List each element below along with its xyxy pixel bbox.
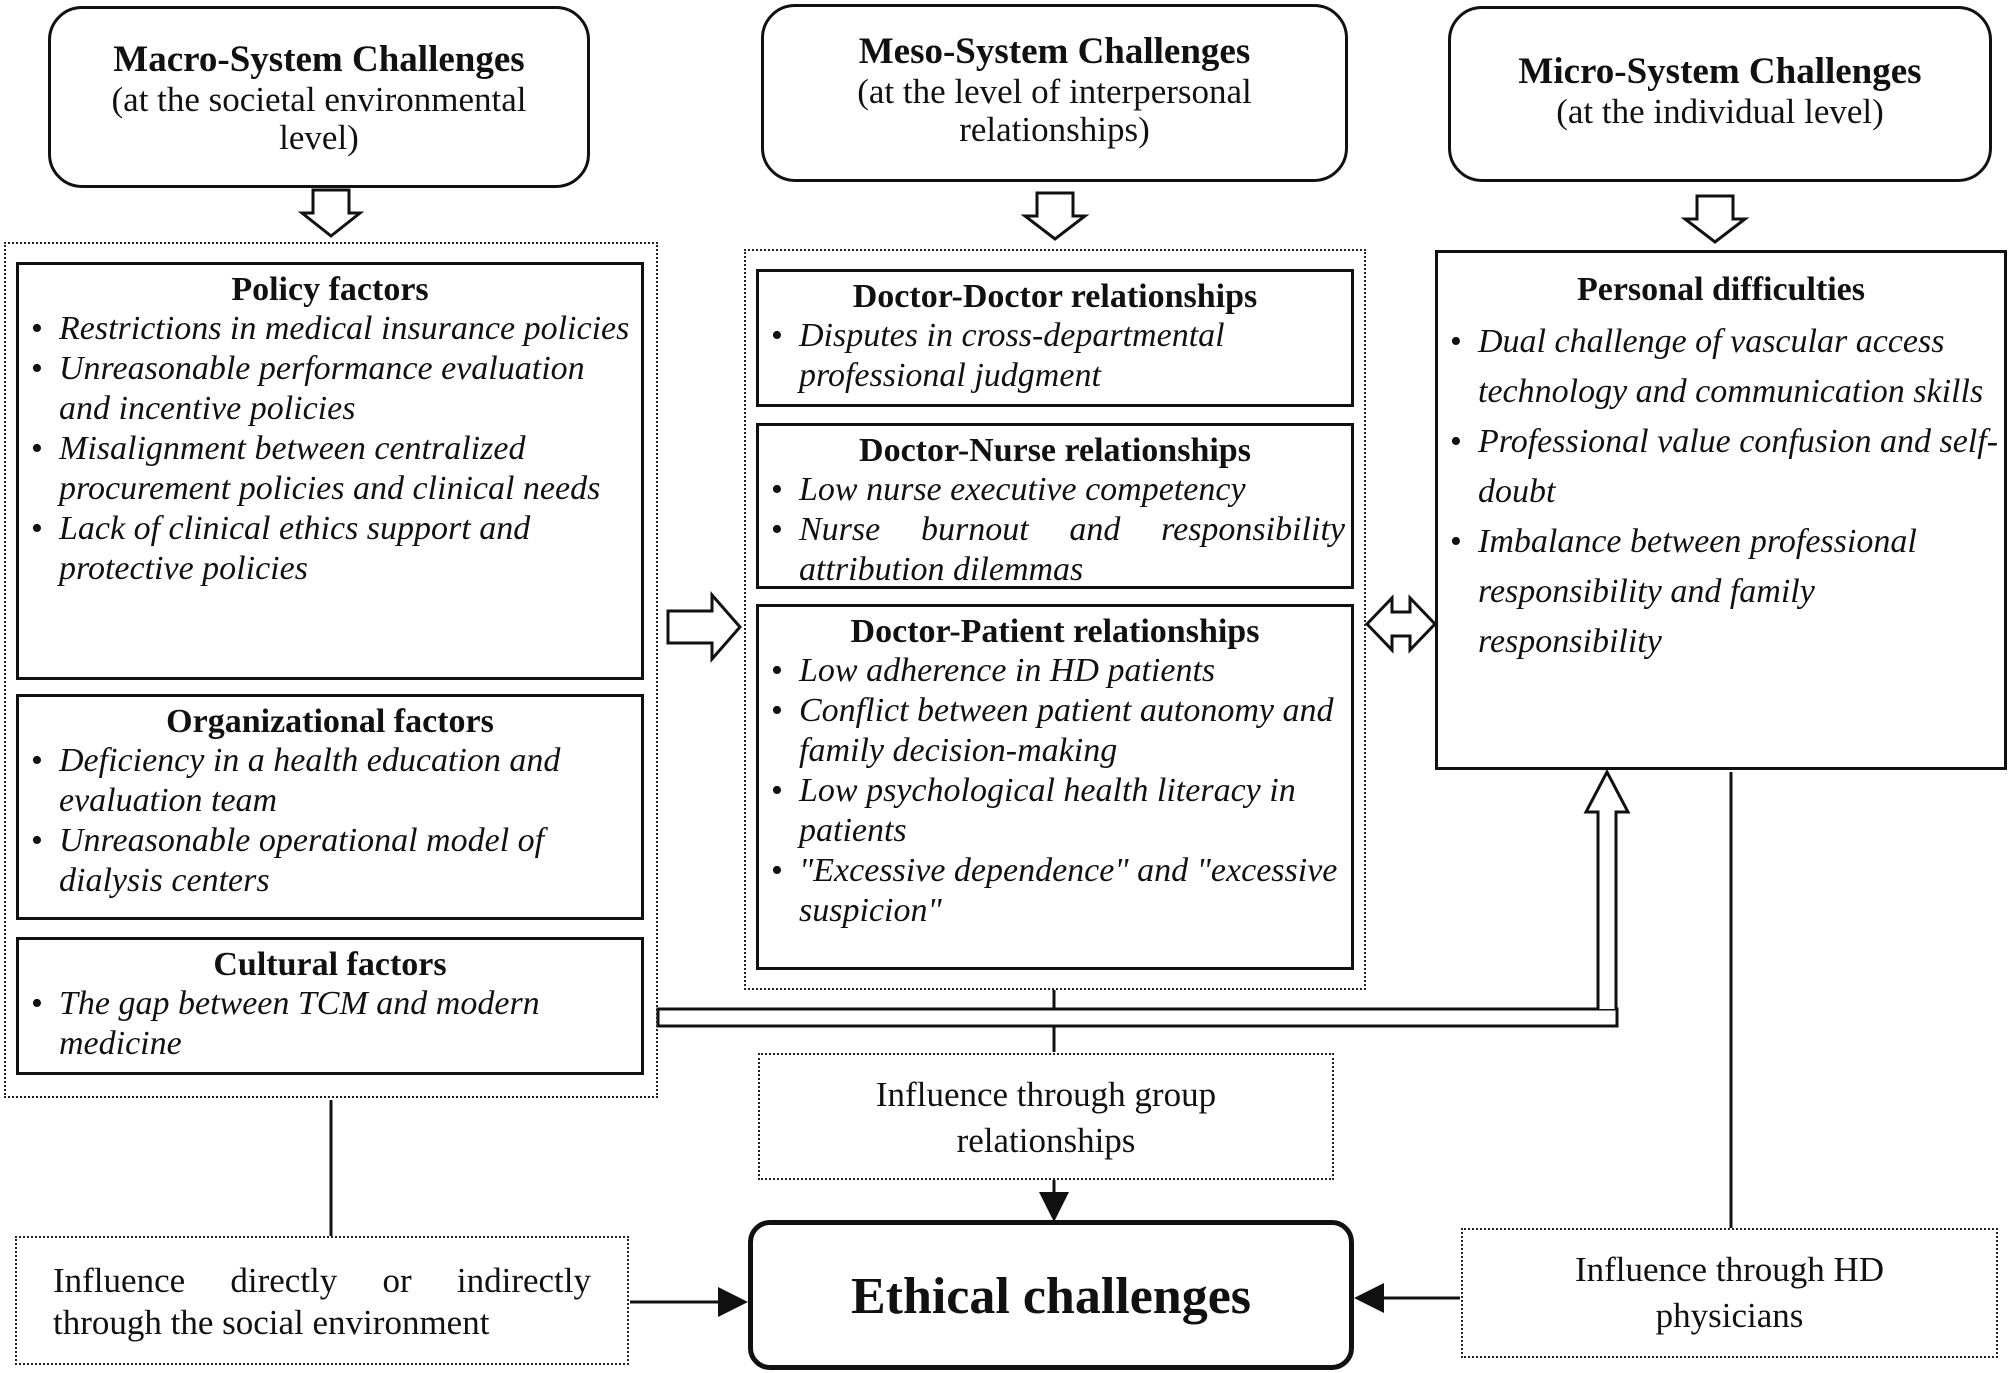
doctor-patient-list: •Low adherence in HD patients •Conflict …	[765, 651, 1345, 931]
up-arrow-to-micro-icon	[1583, 768, 1631, 1009]
meso-subtitle: (at the level of interpersonal relations…	[857, 72, 1252, 149]
list-item: •Lack of clinical ethics support and pro…	[31, 510, 531, 587]
micro-influence-text: Influence through HD physicians	[1574, 1250, 1885, 1335]
meso-system-header: Meso-System Challenges (at the level of …	[761, 4, 1348, 182]
list-item: •Low psychological health literacy in pa…	[771, 772, 1296, 849]
list-item: •Misalignment between centralized procur…	[31, 430, 601, 507]
macro-influence-box: Influence directly or indirectly through…	[15, 1236, 629, 1365]
personal-difficulties-list: •Dual challenge of vascular access techn…	[1444, 317, 1998, 667]
policy-factors-list: •Restrictions in medical insurance polic…	[25, 309, 635, 589]
list-item: •Nurse burnout and responsibility attrib…	[771, 511, 1345, 588]
doctor-doctor-list: •Disputes in cross-departmental professi…	[765, 316, 1345, 396]
micro-system-header: Micro-System Challenges (at the individu…	[1448, 6, 1992, 182]
list-item: •Low adherence in HD patients	[771, 652, 1216, 689]
ethical-challenges-box: Ethical challenges	[748, 1220, 1354, 1370]
meso-title: Meso-System Challenges	[858, 31, 1251, 72]
doctor-patient-box: Doctor-Patient relationships •Low adhere…	[756, 604, 1354, 970]
policy-factors-heading: Policy factors	[231, 271, 429, 308]
meso-factors-group	[744, 249, 1366, 990]
list-item: •Conflict between patient autonomy and f…	[771, 692, 1334, 769]
list-item: •Deficiency in a health education and ev…	[31, 742, 561, 819]
doctor-nurse-heading: Doctor-Nurse relationships	[859, 432, 1251, 469]
list-item: •Disputes in cross-departmental professi…	[771, 317, 1225, 394]
micro-influence-box: Influence through HD physicians	[1461, 1228, 1998, 1358]
micro-subtitle: (at the individual level)	[1556, 92, 1884, 131]
doctor-nurse-list: •Low nurse executive competency •Nurse b…	[765, 470, 1345, 590]
micro-title: Micro-System Challenges	[1518, 51, 1922, 92]
policy-factors-box: Policy factors •Restrictions in medical …	[16, 262, 644, 680]
list-item: •Unreasonable operational model of dialy…	[31, 822, 545, 899]
list-item: •Low nurse executive competency	[771, 471, 1246, 508]
organizational-factors-list: •Deficiency in a health education and ev…	[25, 741, 635, 901]
down-arrow-macro-icon	[297, 188, 365, 238]
double-arrow-meso-micro-icon	[1364, 594, 1438, 654]
macro-factors-group	[4, 242, 658, 1098]
list-item: •Restrictions in medical insurance polic…	[31, 310, 630, 347]
list-item: •Professional value confusion and self-d…	[1450, 423, 1999, 510]
cultural-factors-list: •The gap between TCM and modern medicine	[25, 984, 635, 1064]
meso-influence-box: Influence through group relationships	[758, 1053, 1334, 1180]
list-item: •Imbalance between professional responsi…	[1450, 523, 1917, 660]
personal-difficulties-heading: Personal difficulties	[1576, 271, 1866, 308]
ethical-challenges-text: Ethical challenges	[850, 1268, 1252, 1325]
down-arrow-micro-icon	[1680, 194, 1750, 244]
macro-subtitle: (at the societal environmental level)	[111, 80, 527, 157]
meso-influence-text: Influence through group relationships	[875, 1075, 1217, 1160]
right-arrow-macro-to-meso-icon	[666, 591, 742, 663]
macro-title: Macro-System Challenges	[113, 39, 525, 80]
list-item: •The gap between TCM and modern medicine	[31, 985, 540, 1062]
list-item: •"Excessive dependence" and "excessive s…	[771, 852, 1338, 929]
list-item: •Unreasonable performance evaluation and…	[31, 350, 585, 427]
down-arrow-meso-icon	[1020, 191, 1090, 241]
doctor-doctor-box: Doctor-Doctor relationships •Disputes in…	[756, 269, 1354, 407]
macro-influence-text: Influence directly or indirectly through…	[53, 1261, 591, 1342]
doctor-nurse-box: Doctor-Nurse relationships •Low nurse ex…	[756, 423, 1354, 589]
organizational-factors-heading: Organizational factors	[166, 703, 494, 740]
connector-bar-icon	[656, 1007, 1619, 1028]
list-item: •Dual challenge of vascular access techn…	[1450, 323, 1984, 410]
doctor-patient-heading: Doctor-Patient relationships	[850, 613, 1260, 650]
macro-system-header: Macro-System Challenges (at the societal…	[48, 6, 590, 188]
personal-difficulties-box: Personal difficulties •Dual challenge of…	[1435, 250, 2007, 770]
doctor-doctor-heading: Doctor-Doctor relationships	[852, 278, 1258, 315]
organizational-factors-box: Organizational factors •Deficiency in a …	[16, 694, 644, 920]
cultural-factors-heading: Cultural factors	[213, 946, 447, 983]
cultural-factors-box: Cultural factors •The gap between TCM an…	[16, 937, 644, 1075]
